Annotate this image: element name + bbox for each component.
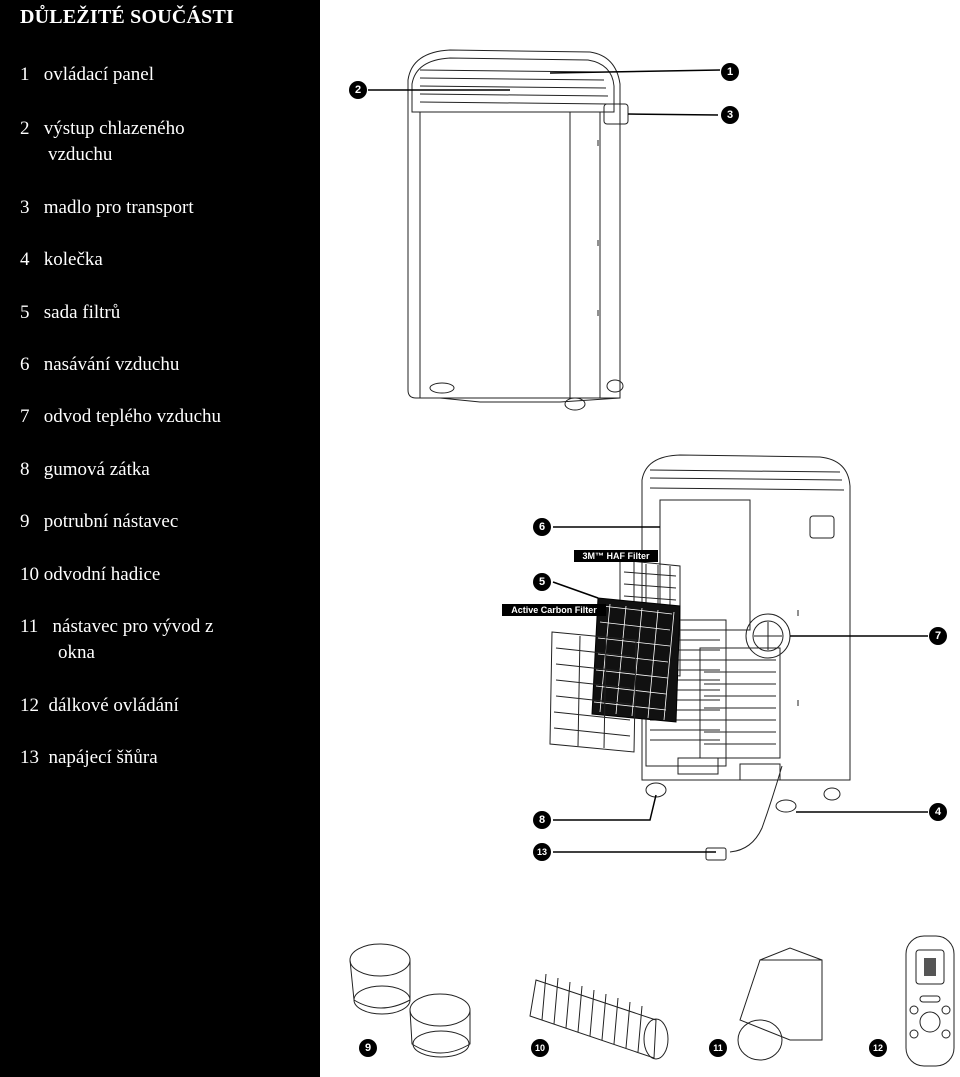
- callout-10: 10: [531, 1039, 549, 1057]
- callout-5: 5: [533, 573, 551, 591]
- part-label: ovládací panel: [43, 64, 155, 85]
- callout-6: 6: [533, 518, 551, 536]
- part-label: odvodní hadice: [43, 564, 161, 585]
- filter-set-drawing: 3M™ HAF Filter Active Carbon Filter: [502, 550, 681, 753]
- svg-text:8: 8: [539, 814, 545, 826]
- part-label: nástavec pro vývod z: [52, 616, 214, 637]
- svg-text:12: 12: [873, 1043, 883, 1053]
- air-conditioner-illustration: 3M™ HAF Filter Active Carbon Filter: [349, 49, 955, 1067]
- part-label: dálkové ovládání: [48, 695, 179, 716]
- carbon-filter-label: Active Carbon Filter: [511, 605, 597, 615]
- callout-13: 13: [533, 843, 551, 861]
- svg-text:6: 6: [539, 521, 545, 533]
- remote-control-drawing: [905, 935, 955, 1067]
- svg-text:10: 10: [535, 1043, 545, 1053]
- callout-11: 11: [709, 1039, 727, 1057]
- part-item-10: 10 odvodní hadice: [20, 564, 161, 585]
- part-label: nasávání vzduchu: [43, 354, 180, 375]
- svg-text:13: 13: [537, 847, 547, 857]
- part-label: potrubní nástavec: [43, 511, 179, 532]
- parts-diagram: 3M™ HAF Filter Active Carbon Filter: [320, 0, 960, 1077]
- svg-text:7: 7: [935, 630, 941, 642]
- part-item-11: 11 nástavec pro vývod z okna: [20, 616, 214, 663]
- part-label-line2: okna: [58, 642, 95, 663]
- callout-2: 2: [349, 81, 367, 99]
- part-item-9: 9 potrubní nástavec: [20, 511, 179, 532]
- callout-8: 8: [533, 811, 551, 829]
- part-label: kolečka: [43, 249, 103, 270]
- part-item-6: 6 nasávání vzduchu: [20, 354, 180, 375]
- part-item-12: 12 dálkové ovládání: [20, 695, 179, 716]
- svg-text:2: 2: [355, 84, 361, 96]
- duct-adapters-drawing: [349, 943, 471, 1058]
- part-item-3: 3 madlo pro transport: [20, 197, 194, 218]
- part-item-4: 4 kolečka: [20, 249, 103, 270]
- callout-1: 1: [721, 63, 739, 81]
- part-label: madlo pro transport: [43, 197, 194, 218]
- svg-text:3: 3: [727, 109, 733, 121]
- window-adapter-drawing: [737, 947, 823, 1061]
- callout-7: 7: [929, 627, 947, 645]
- part-label-line2: vzduchu: [48, 144, 113, 165]
- back-unit-drawing: [641, 454, 851, 861]
- callout-3: 3: [721, 106, 739, 124]
- hap-filter-label: 3M™ HAF Filter: [582, 551, 650, 561]
- part-label: sada filtrů: [43, 302, 121, 323]
- parts-legend-panel: DŮLEŽITÉ SOUČÁSTI 1 ovládací panel 2 výs…: [0, 0, 320, 1077]
- callout-9: 9: [359, 1039, 377, 1057]
- part-item-2: 2 výstup chlazeného vzduchu: [20, 118, 185, 165]
- part-item-13: 13 napájecí šňůra: [20, 747, 158, 768]
- part-item-8: 8 gumová zátka: [20, 459, 150, 480]
- svg-text:11: 11: [713, 1043, 723, 1053]
- page-title: DŮLEŽITÉ SOUČÁSTI: [20, 6, 235, 28]
- svg-text:5: 5: [539, 576, 545, 588]
- part-item-1: 1 ovládací panel: [20, 64, 155, 85]
- exhaust-hose-drawing: [529, 973, 669, 1060]
- part-label: odvod teplého vzduchu: [43, 406, 222, 427]
- svg-text:4: 4: [935, 806, 942, 818]
- svg-text:1: 1: [727, 66, 733, 78]
- front-unit-drawing: [407, 49, 629, 411]
- callout-4: 4: [929, 803, 947, 821]
- svg-text:9: 9: [365, 1042, 371, 1054]
- callout-12: 12: [869, 1039, 887, 1057]
- part-item-7: 7 odvod teplého vzduchu: [20, 406, 222, 427]
- part-label: výstup chlazeného: [43, 118, 185, 139]
- part-label: napájecí šňůra: [48, 747, 158, 768]
- part-item-5: 5 sada filtrů: [20, 302, 121, 323]
- part-label: gumová zátka: [43, 459, 150, 480]
